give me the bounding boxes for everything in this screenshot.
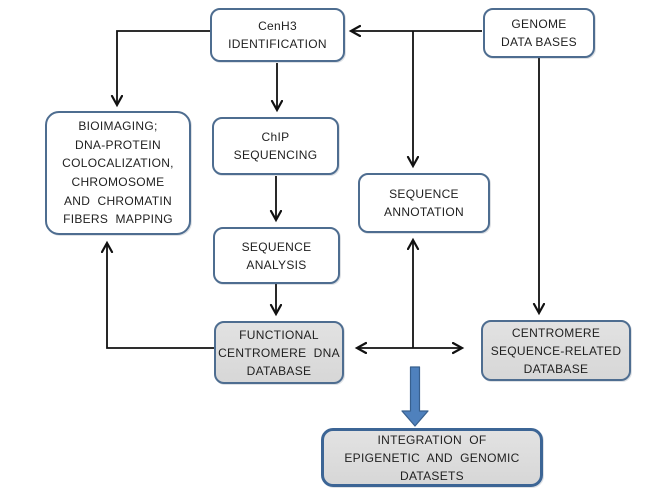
- node-genome-databases: GENOME DATA BASES: [483, 8, 595, 58]
- node-genome-label: GENOME DATA BASES: [501, 17, 577, 49]
- node-cenh3-label: CenH3 IDENTIFICATION: [228, 19, 327, 51]
- node-centromere-db-label: CENTROMERE SEQUENCE-RELATED DATABASE: [490, 325, 622, 376]
- node-sequence-annotation: SEQUENCE ANNOTATION: [358, 173, 490, 233]
- node-seq-analysis-label: SEQUENCE ANALYSIS: [241, 239, 312, 272]
- node-integration-label: INTEGRATION OF EPIGENETIC AND GENOMIC DA…: [344, 432, 520, 483]
- node-seq-annotation-label: SEQUENCE ANNOTATION: [384, 187, 464, 219]
- node-sequence-analysis: SEQUENCE ANALYSIS: [213, 227, 340, 284]
- block-arrow-to-integration: [401, 366, 429, 427]
- node-bioimaging-label: BIOIMAGING; DNA-PROTEIN COLOCALIZATION, …: [62, 119, 174, 227]
- node-chip-label: ChIP SEQUENCING: [233, 130, 318, 162]
- node-integration-datasets: INTEGRATION OF EPIGENETIC AND GENOMIC DA…: [321, 428, 543, 487]
- node-bioimaging-mapping: BIOIMAGING; DNA-PROTEIN COLOCALIZATION, …: [45, 111, 191, 235]
- arrow-functional-db-to-bioimaging: [107, 243, 214, 349]
- node-functional-db-label: FUNCTIONAL CENTROMERE DNA DATABASE: [218, 327, 340, 378]
- node-chip-sequencing: ChIP SEQUENCING: [212, 117, 339, 175]
- node-cenh3-identification: CenH3 IDENTIFICATION: [210, 8, 345, 62]
- arrow-cenh3-to-bioimaging: [117, 30, 210, 105]
- node-functional-centromere-dna-database: FUNCTIONAL CENTROMERE DNA DATABASE: [214, 321, 344, 384]
- node-centromere-sequence-related-database: CENTROMERE SEQUENCE-RELATED DATABASE: [481, 320, 631, 381]
